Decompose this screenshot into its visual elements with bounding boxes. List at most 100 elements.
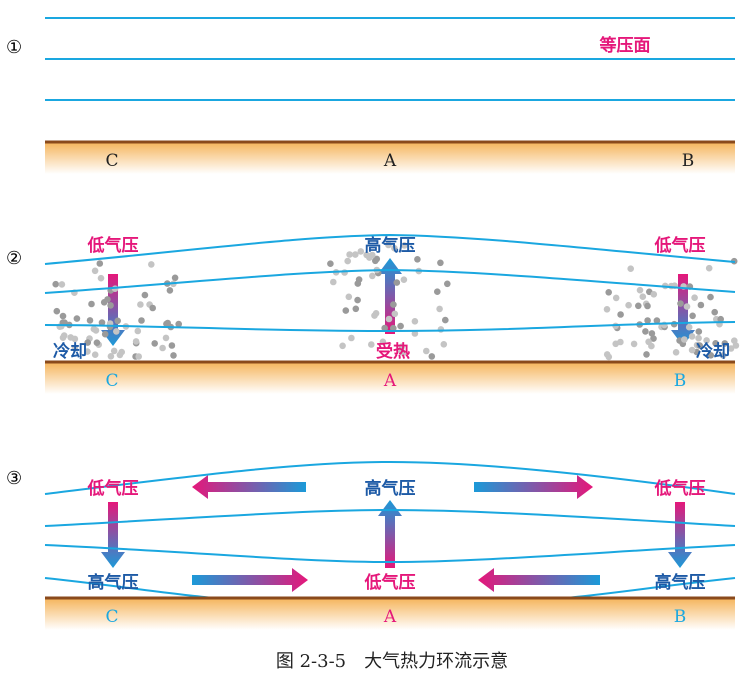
- air-particle: [428, 353, 436, 360]
- air-particle: [355, 276, 363, 283]
- air-particle: [352, 251, 359, 258]
- air-particle: [344, 257, 352, 265]
- upper-pressure-c: 低气压: [87, 478, 139, 499]
- air-particle: [107, 302, 114, 309]
- air-particle: [58, 281, 66, 288]
- air-particle: [354, 296, 361, 304]
- air-particle: [116, 351, 124, 359]
- air-particle: [436, 305, 443, 313]
- air-particle: [703, 337, 710, 344]
- air-particle: [84, 339, 91, 346]
- air-particle: [685, 323, 693, 331]
- place-c: C: [105, 151, 118, 171]
- air-particle: [97, 274, 105, 282]
- place-b: B: [674, 607, 687, 627]
- air-particle: [381, 324, 389, 332]
- lower-pressure-c: 高气压: [88, 572, 139, 593]
- isobar: [44, 268, 736, 294]
- place-a: A: [383, 371, 397, 391]
- isobar: [564, 577, 736, 599]
- air-particle: [71, 335, 79, 343]
- pressure-label-a: 高气压: [365, 235, 416, 256]
- air-particle: [695, 328, 703, 335]
- air-particle: [653, 317, 661, 324]
- air-particle: [712, 340, 719, 347]
- air-particle: [688, 346, 696, 354]
- air-particle: [695, 334, 702, 342]
- place-c: C: [105, 371, 118, 391]
- air-particle: [327, 260, 334, 268]
- air-particle: [134, 327, 142, 335]
- cooling-label-c: 冷却: [53, 341, 87, 362]
- air-particle: [400, 276, 408, 284]
- air-particle: [171, 274, 179, 282]
- air-particle: [617, 311, 624, 318]
- panel-2: ② 低气压 高气压 低气压 冷却 受热 冷却 C A B: [6, 233, 736, 394]
- isobar: [44, 508, 736, 527]
- air-particle: [689, 312, 696, 320]
- air-particle: [170, 352, 177, 359]
- sinking-air-arrow-b: [671, 274, 695, 346]
- air-particle: [721, 340, 729, 347]
- air-particle: [705, 264, 713, 272]
- air-particle: [625, 301, 632, 309]
- air-particle: [138, 317, 145, 324]
- air-particle: [385, 241, 392, 249]
- air-particle: [101, 330, 109, 338]
- surface-flow-arrow-left: [478, 568, 600, 592]
- ground: [45, 142, 735, 174]
- figure-caption: 图 2-3-5 大气热力环流示意: [276, 651, 508, 672]
- air-particle: [88, 300, 95, 308]
- air-particle: [113, 328, 120, 335]
- lower-pressure-b: 高气压: [655, 572, 706, 593]
- air-particle: [390, 301, 397, 308]
- air-particle: [53, 307, 61, 315]
- cooling-label-b: 冷却: [696, 341, 730, 362]
- air-particle: [96, 260, 104, 267]
- air-particle: [612, 340, 619, 348]
- air-particle: [650, 335, 657, 342]
- air-particle: [444, 280, 451, 288]
- air-particle: [84, 348, 91, 355]
- panel-number: ③: [6, 468, 22, 489]
- air-particle: [644, 317, 651, 324]
- sinking-air-arrow-c: [101, 274, 125, 346]
- air-particle: [414, 255, 421, 263]
- air-particle: [696, 342, 703, 349]
- air-particle: [148, 261, 155, 268]
- air-particle: [151, 340, 158, 347]
- sinking-air-arrow-b: [668, 502, 692, 568]
- air-particle: [368, 341, 375, 348]
- air-particle: [166, 287, 174, 294]
- ground: [45, 598, 735, 630]
- place-a: A: [383, 151, 397, 171]
- air-particle: [688, 333, 696, 340]
- air-particle: [391, 244, 398, 252]
- air-particle: [697, 301, 705, 309]
- air-particle: [372, 257, 379, 265]
- air-particle: [672, 349, 680, 356]
- ground: [45, 362, 735, 394]
- air-particle: [159, 344, 166, 352]
- air-particle: [398, 348, 405, 355]
- air-particle: [369, 272, 376, 280]
- air-particle: [348, 334, 355, 342]
- air-particle: [603, 351, 611, 358]
- air-particle: [639, 293, 647, 301]
- air-particle: [371, 312, 378, 319]
- air-particle: [330, 278, 337, 286]
- upper-pressure-b: 低气压: [654, 478, 706, 499]
- isobar: [44, 544, 736, 564]
- air-particle: [352, 305, 360, 313]
- air-particles: [52, 241, 740, 361]
- air-particle: [175, 320, 182, 328]
- air-particle: [719, 352, 727, 359]
- air-particle: [648, 342, 655, 350]
- arrows-layer: [101, 258, 695, 592]
- rising-air-arrow-a: [378, 500, 402, 568]
- air-particle: [650, 291, 658, 298]
- air-particle: [168, 342, 176, 349]
- air-particle: [397, 322, 404, 330]
- air-particle: [114, 317, 121, 325]
